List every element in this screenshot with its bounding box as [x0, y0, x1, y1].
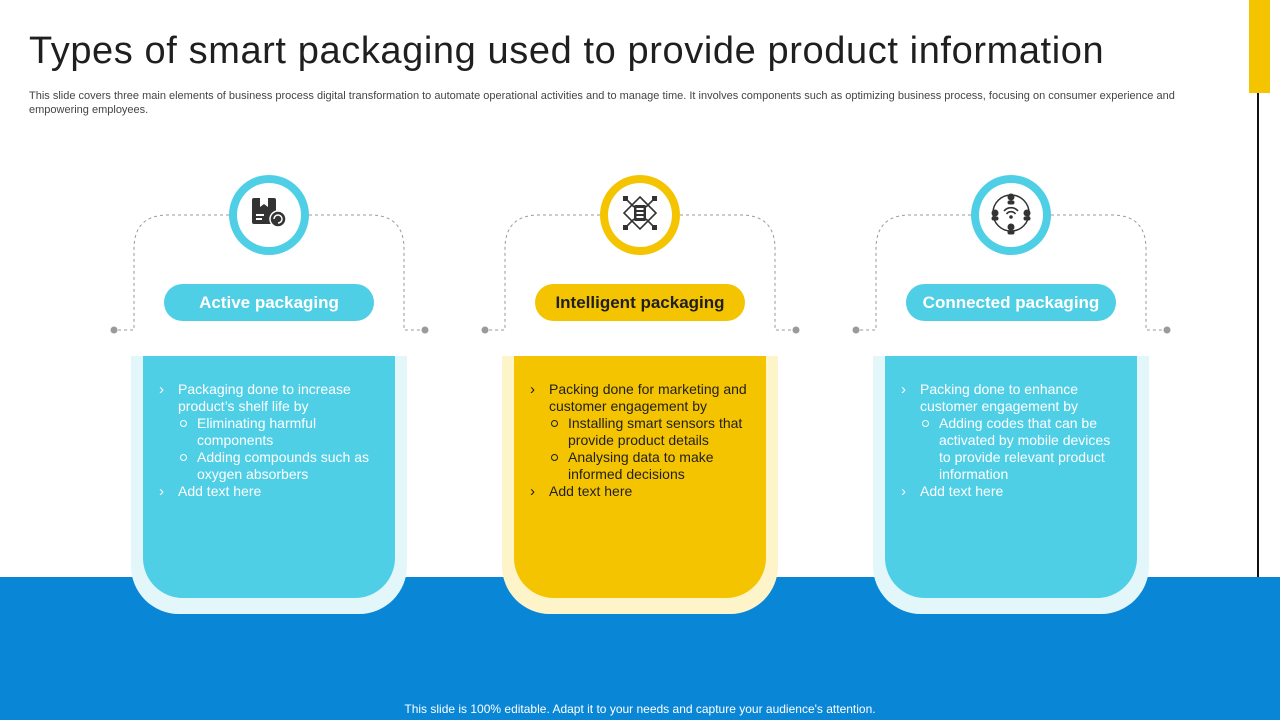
- bullet-list: Packing done to enhance customer engagem…: [901, 381, 1121, 500]
- bullet-text: Packing done for marketing and customer …: [549, 381, 747, 414]
- accent-bar: [1249, 0, 1270, 93]
- card-active-packaging: Packaging done to increase product’s she…: [131, 356, 407, 614]
- slide-subtitle: This slide covers three main elements of…: [29, 90, 1175, 116]
- slide-title: Types of smart packaging used to provide…: [29, 30, 1105, 72]
- footer-note: This slide is 100% editable. Adapt it to…: [404, 702, 876, 716]
- bullet-text: Add text here: [159, 483, 379, 500]
- sub-bullet: Adding codes that can be activated by mo…: [920, 415, 1121, 483]
- bullet-list: Packaging done to increase product’s she…: [159, 381, 379, 500]
- sub-bullet: Installing smart sensors that provide pr…: [549, 415, 750, 449]
- accent-line: [1257, 93, 1259, 578]
- card-connected-packaging: Packing done to enhance customer engagem…: [873, 356, 1149, 614]
- card-icon-circle: [229, 175, 309, 255]
- wifi-people-network-icon: [989, 191, 1033, 240]
- bullet-text: Add text here: [530, 483, 750, 500]
- card-label-pill: Connected packaging: [906, 284, 1116, 321]
- card-icon-circle: [600, 175, 680, 255]
- card-label-pill: Active packaging: [164, 284, 374, 321]
- processor-network-icon: [620, 193, 660, 238]
- sub-bullet: Analysing data to make informed decision…: [549, 449, 750, 483]
- bullet-text: Add text here: [901, 483, 1121, 500]
- bullet-text: Packing done to enhance customer engagem…: [920, 381, 1079, 414]
- sub-bullet: Adding compounds such as oxygen absorber…: [178, 449, 379, 483]
- sub-bullet: Eliminating harmful components: [178, 415, 379, 449]
- card-label-pill: Intelligent packaging: [535, 284, 745, 321]
- package-icon: [249, 195, 289, 236]
- card-icon-circle: [971, 175, 1051, 255]
- card-intelligent-packaging: Packing done for marketing and customer …: [502, 356, 778, 614]
- bullet-text: Packaging done to increase product’s she…: [178, 381, 351, 414]
- bullet-list: Packing done for marketing and customer …: [530, 381, 750, 500]
